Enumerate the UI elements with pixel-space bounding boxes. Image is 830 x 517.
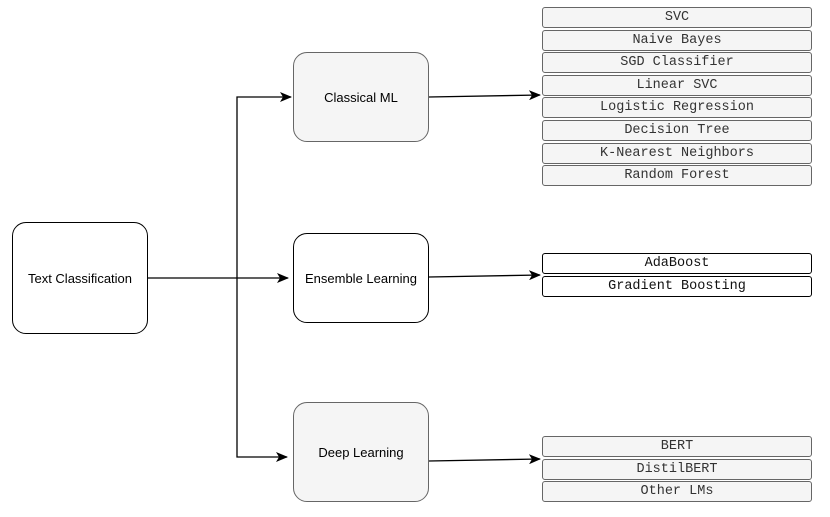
list-item-k-nearest-neighbors: K-Nearest Neighbors	[542, 142, 812, 164]
list-item-random-forest: Random Forest	[542, 165, 812, 187]
branch-node-ensemble-learning: Ensemble Learning	[293, 233, 429, 323]
list-item-naive-bayes: Naive Bayes	[542, 29, 812, 51]
connector-root-to-classical	[236, 92, 292, 278]
root-node-text-classification: Text Classification	[12, 222, 148, 334]
list-item-gradient-boosting: Gradient Boosting	[542, 275, 812, 297]
list-item-bert: BERT	[542, 436, 812, 457]
connector-root-to-deep	[236, 278, 288, 462]
list-item-svc: SVC	[542, 7, 812, 28]
connector-ensemble-to-list	[428, 270, 541, 281]
connector-classical-to-list	[428, 90, 541, 101]
connector-deep-to-list	[428, 454, 541, 465]
list-item-decision-tree: Decision Tree	[542, 120, 812, 141]
branch-node-label: Classical ML	[324, 89, 398, 105]
list-item-logistic-regression: Logistic Regression	[542, 97, 812, 119]
list-item-adaboost: AdaBoost	[542, 253, 812, 274]
branch-node-label: Deep Learning	[318, 444, 404, 460]
branch-node-label: Ensemble Learning	[304, 270, 418, 286]
root-node-label: Text Classification	[27, 270, 133, 286]
list-item-linear-svc: Linear SVC	[542, 74, 812, 96]
branch-node-classical-ml: Classical ML	[293, 52, 429, 142]
list-item-distilbert: DistilBERT	[542, 458, 812, 480]
list-item-other-lms: Other LMs	[542, 481, 812, 503]
list-item-sgd-classifier: SGD Classifier	[542, 52, 812, 74]
branch-node-deep-learning: Deep Learning	[293, 402, 429, 502]
